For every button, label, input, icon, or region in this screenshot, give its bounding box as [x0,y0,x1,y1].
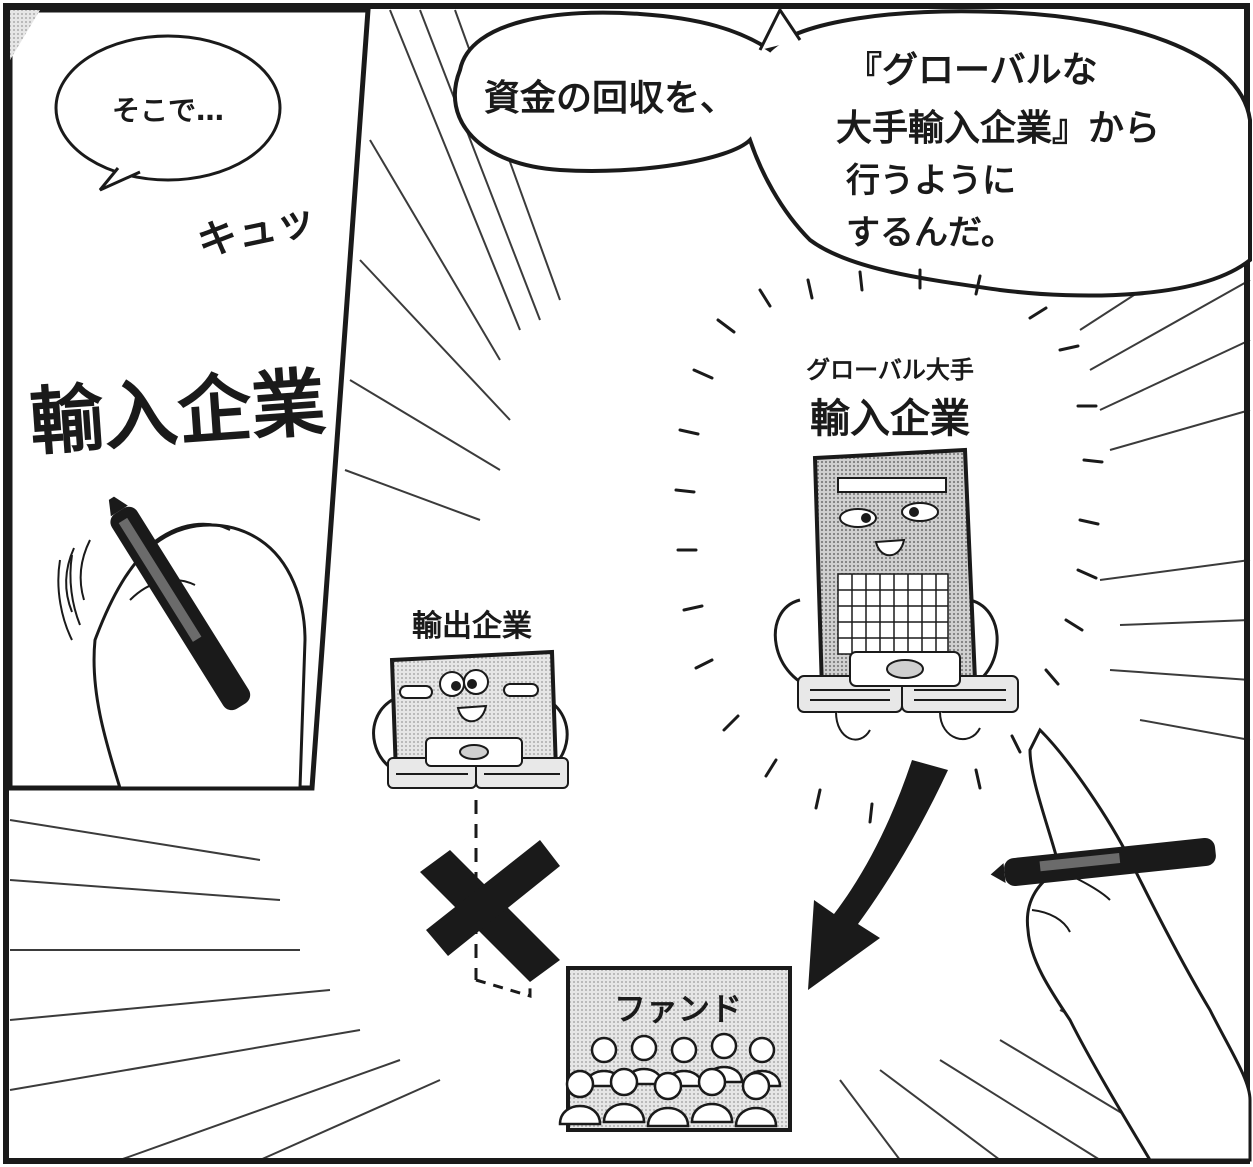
tone-corner [10,10,40,60]
sfx-text: キュッ [193,196,320,266]
window-grid [837,573,949,655]
aura-lines [674,268,1104,824]
main-speech-bubble [453,7,1252,298]
money-stack-icon [387,737,569,789]
small-bubble-text: そこで… [112,94,224,127]
fund-label: ファンド [614,990,742,1028]
curved-arrow-icon [808,760,948,990]
big-company-label-top: グローバル大手 [806,356,974,384]
hand-with-marker-icon [57,496,307,790]
bubble-line-2: 『グローバルな [846,50,1098,91]
small-company-label: 輸出企業 [412,609,532,644]
bubble-line-1: 資金の回収を、 [484,77,736,119]
big-company-building [773,447,1019,741]
motion-lines [65,539,91,613]
crowd-icon [558,1032,782,1128]
blocked-path [474,800,532,999]
big-company-label-main: 輸入企業 [810,396,970,442]
small-company-building [372,649,569,789]
face-eyes [839,502,939,528]
whiteboard-text: 輸入企業 [27,360,328,466]
small-speech-bubble [54,34,282,192]
money-stack-icon [797,651,1019,713]
bubble-line-4: 行うように [846,161,1016,201]
pointing-hand-icon [990,727,1252,1162]
cross-mark-icon [420,840,560,982]
bubble-line-3: 大手輸入企業』から [836,107,1160,149]
bubble-line-5: するんだ。 [846,213,1015,253]
